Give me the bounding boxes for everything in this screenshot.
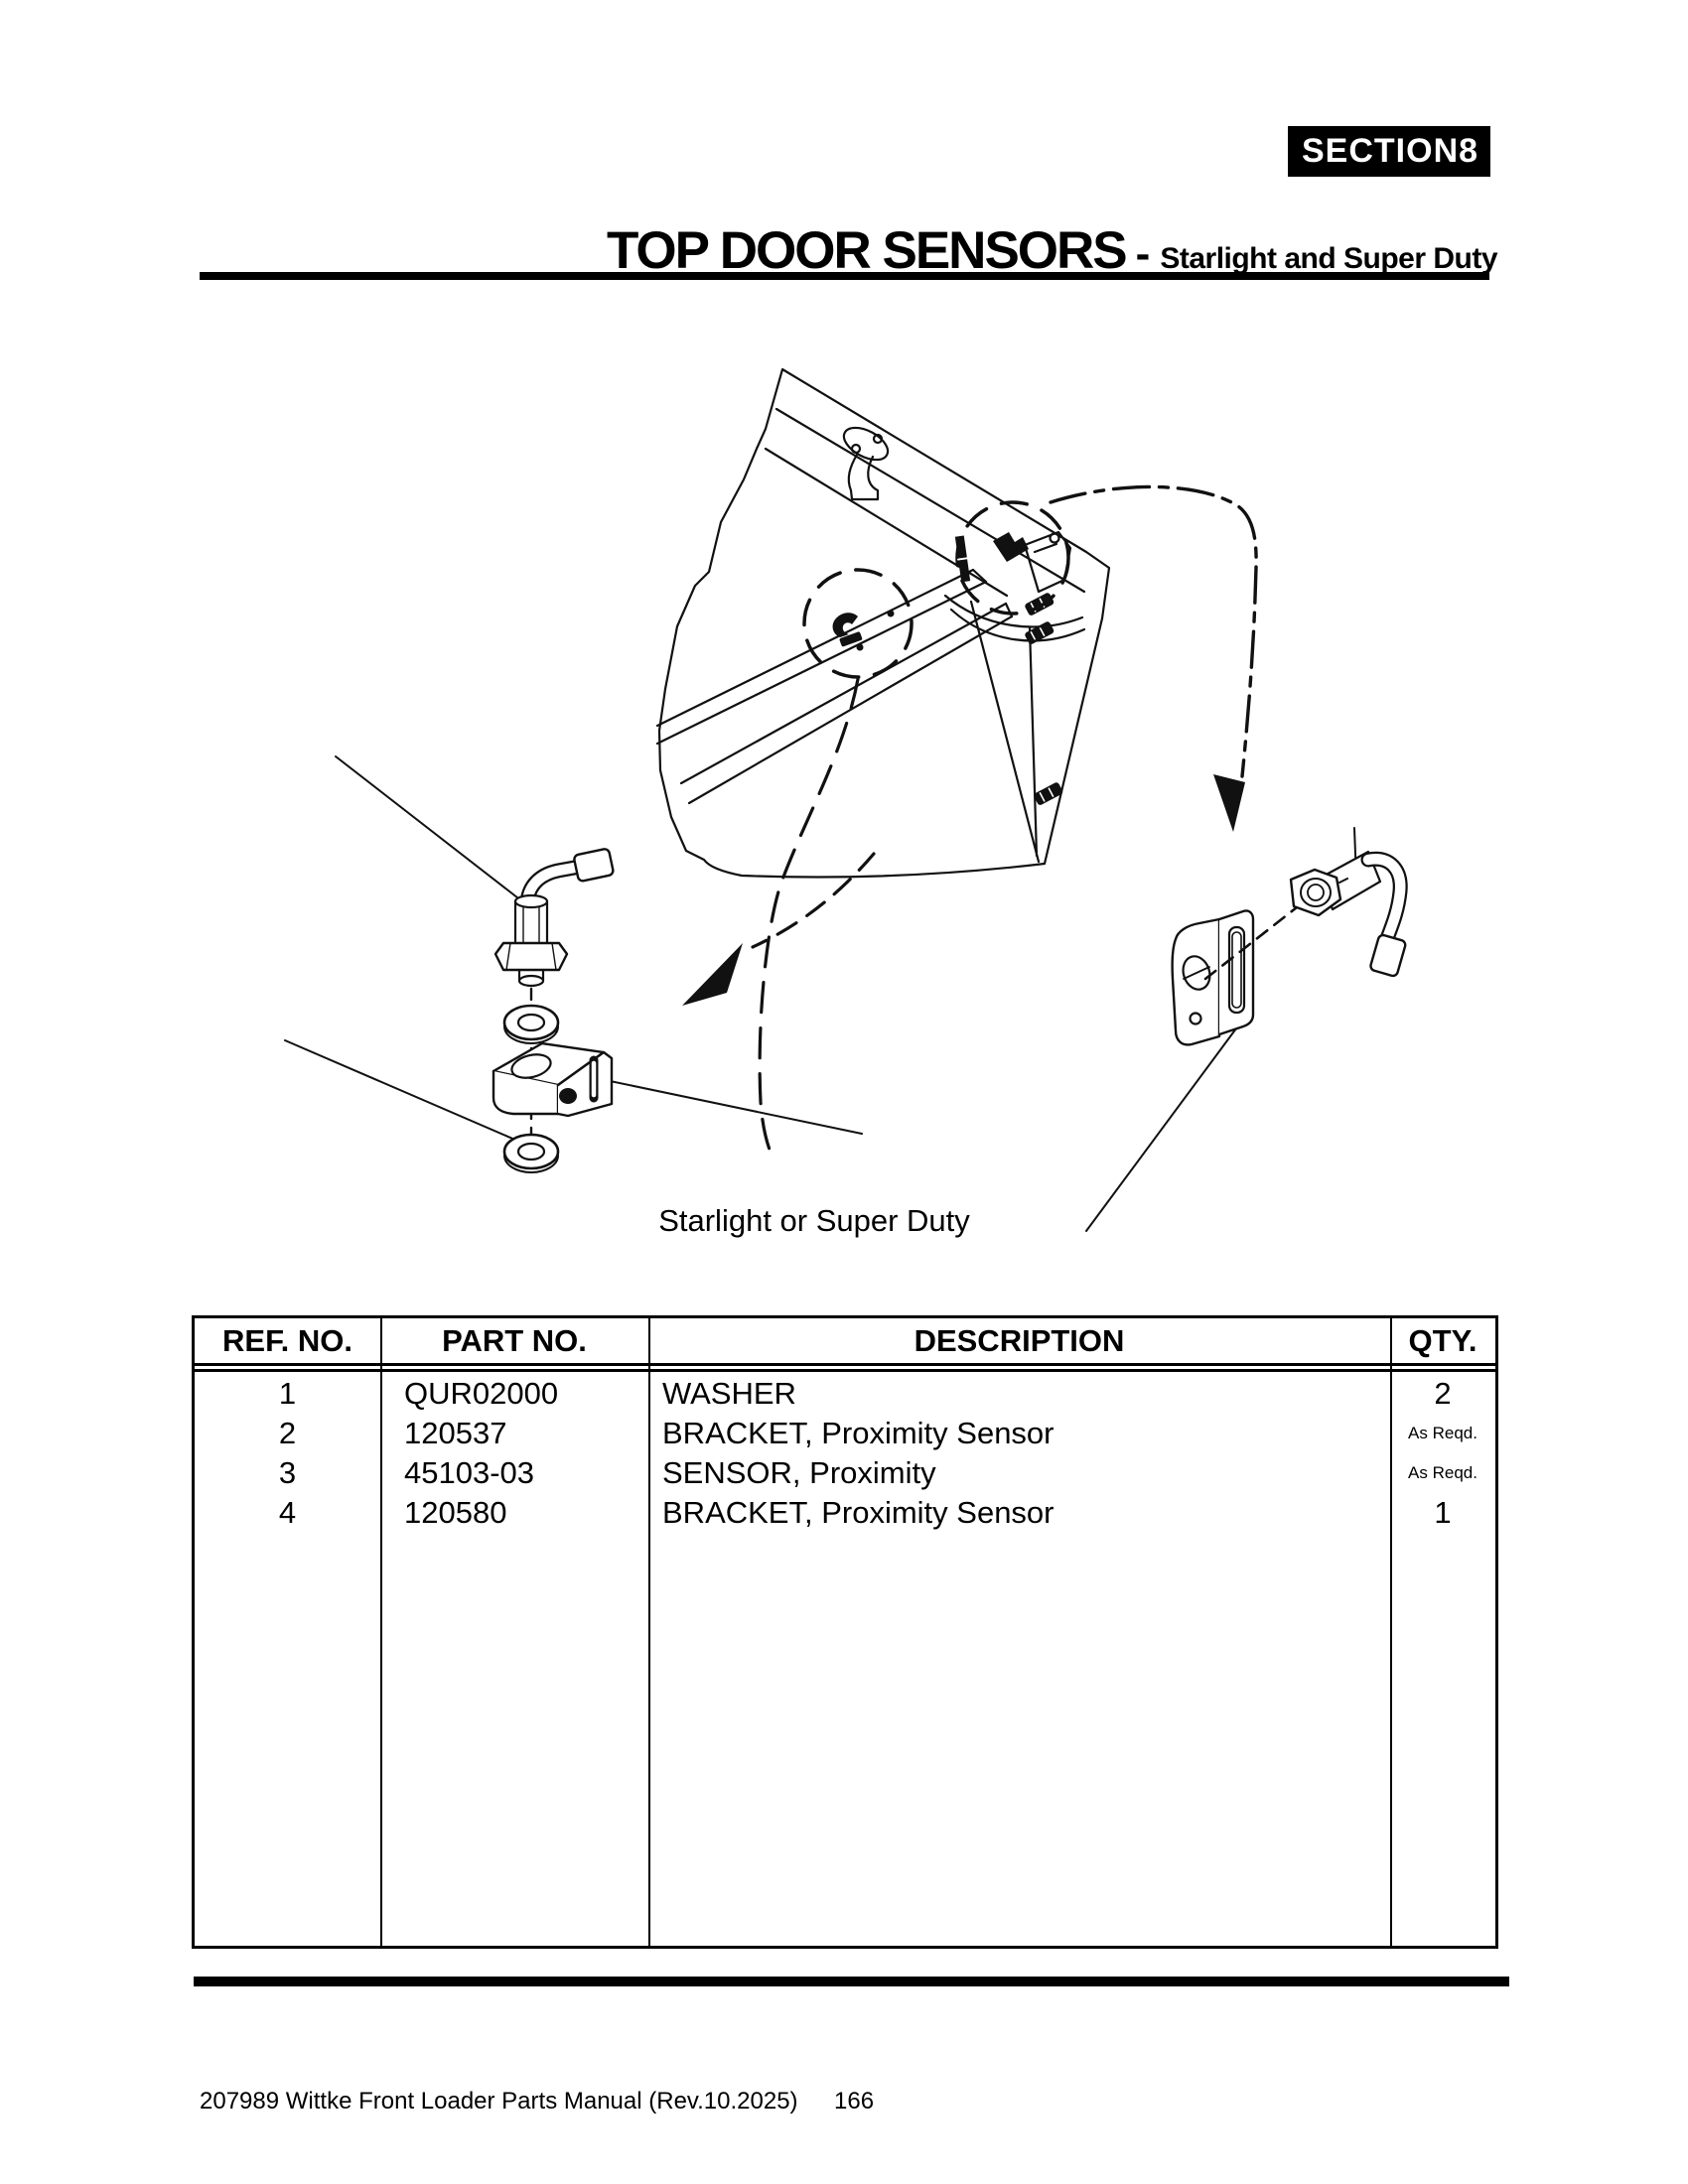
cell-qty: As Reqd. [1408, 1463, 1477, 1482]
sensor-assembly-right [1085, 827, 1408, 1232]
table-body: 1 QUR02000 WASHER 2 2 120537 BRACKET, Pr… [195, 1372, 1495, 1533]
sensor-bracket-left [492, 1041, 614, 1118]
title-divider-rule [200, 272, 1489, 280]
detail-circle-left [802, 568, 914, 679]
proximity-sensor-right [1289, 850, 1408, 978]
arrowhead-icon [682, 943, 743, 1006]
washer-top [502, 1004, 560, 1044]
cell-part: 120537 [404, 1416, 507, 1450]
page-title-main: TOP DOOR SENSORS [607, 221, 1128, 280]
table-column-divider [380, 1318, 382, 1946]
cell-ref: 2 [278, 1416, 297, 1450]
cell-part: 120580 [404, 1495, 507, 1530]
header-ref-no: REF. NO. [222, 1322, 352, 1358]
door-clip-icon [1034, 782, 1063, 805]
leader-line [284, 1039, 525, 1145]
cell-qty: 2 [1434, 1376, 1452, 1411]
footer-manual-title: 207989 Wittke Front Loader Parts Manual … [200, 2088, 798, 2115]
cell-desc: SENSOR, Proximity [662, 1455, 936, 1490]
detail-circle-right [943, 500, 1086, 642]
header-part-no: PART NO. [442, 1322, 587, 1358]
washer-bottom [502, 1133, 560, 1173]
diagram-caption: Starlight or Super Duty [658, 1203, 970, 1238]
page-title: TOP DOOR SENSORS - Starlight and Super D… [607, 220, 1498, 281]
alignment-dashed-line [1203, 905, 1299, 981]
table-column-divider [1390, 1318, 1392, 1946]
parts-table: REF. NO. PART NO. DESCRIPTION QTY. 1 QUR… [192, 1315, 1498, 1949]
footer-divider-rule [194, 1977, 1509, 1986]
cell-desc: WASHER [662, 1376, 796, 1411]
cell-qty: 1 [1434, 1495, 1452, 1530]
section-label: SECTION [1302, 132, 1460, 170]
cell-desc: BRACKET, Proximity Sensor [662, 1495, 1055, 1530]
door-clip-icon [1025, 621, 1055, 644]
page-title-subtitle: Starlight and Super Duty [1160, 242, 1498, 275]
table-row: 3 45103-03 SENSOR, Proximity As Reqd. [195, 1453, 1495, 1493]
down-arrowhead-icon [1213, 774, 1245, 832]
corner-detail [943, 530, 1086, 642]
leader-line [1085, 1027, 1237, 1232]
door-panel-drawing [655, 367, 1111, 879]
header-description: DESCRIPTION [914, 1322, 1125, 1358]
cell-qty: As Reqd. [1408, 1424, 1477, 1442]
table-column-divider [648, 1318, 650, 1946]
table-header-row: REF. NO. PART NO. DESCRIPTION QTY. [195, 1318, 1495, 1372]
right-reference-line [1049, 484, 1258, 832]
cell-part: QUR02000 [404, 1376, 559, 1411]
leader-line [595, 1077, 863, 1135]
left-pointer-arrow [682, 852, 876, 1006]
cell-ref: 3 [278, 1455, 297, 1490]
clip-detail-icon [832, 613, 863, 647]
door-clip-icon [1025, 593, 1055, 615]
table-row: 1 QUR02000 WASHER 2 [195, 1374, 1495, 1414]
title-separator: - [1135, 229, 1151, 278]
table-row: 2 120537 BRACKET, Proximity Sensor As Re… [195, 1414, 1495, 1453]
cell-ref: 1 [278, 1376, 297, 1411]
section-number: 8 [1459, 132, 1479, 170]
top-latch [842, 426, 890, 501]
header-qty: QTY. [1408, 1322, 1477, 1358]
cell-ref: 4 [278, 1495, 297, 1530]
page-number: 166 [834, 2088, 875, 2115]
cell-desc: BRACKET, Proximity Sensor [662, 1416, 1055, 1450]
proximity-sensor-left [493, 848, 615, 988]
leader-line [335, 755, 523, 902]
section-badge: SECTION 8 [1288, 126, 1490, 177]
sensor-assembly-left [284, 755, 863, 1173]
sensor-bracket-right [1171, 909, 1255, 1046]
cell-part: 45103-03 [404, 1455, 535, 1490]
dashed-cutaway-line [758, 677, 860, 1161]
table-row: 4 120580 BRACKET, Proximity Sensor 1 [195, 1493, 1495, 1533]
